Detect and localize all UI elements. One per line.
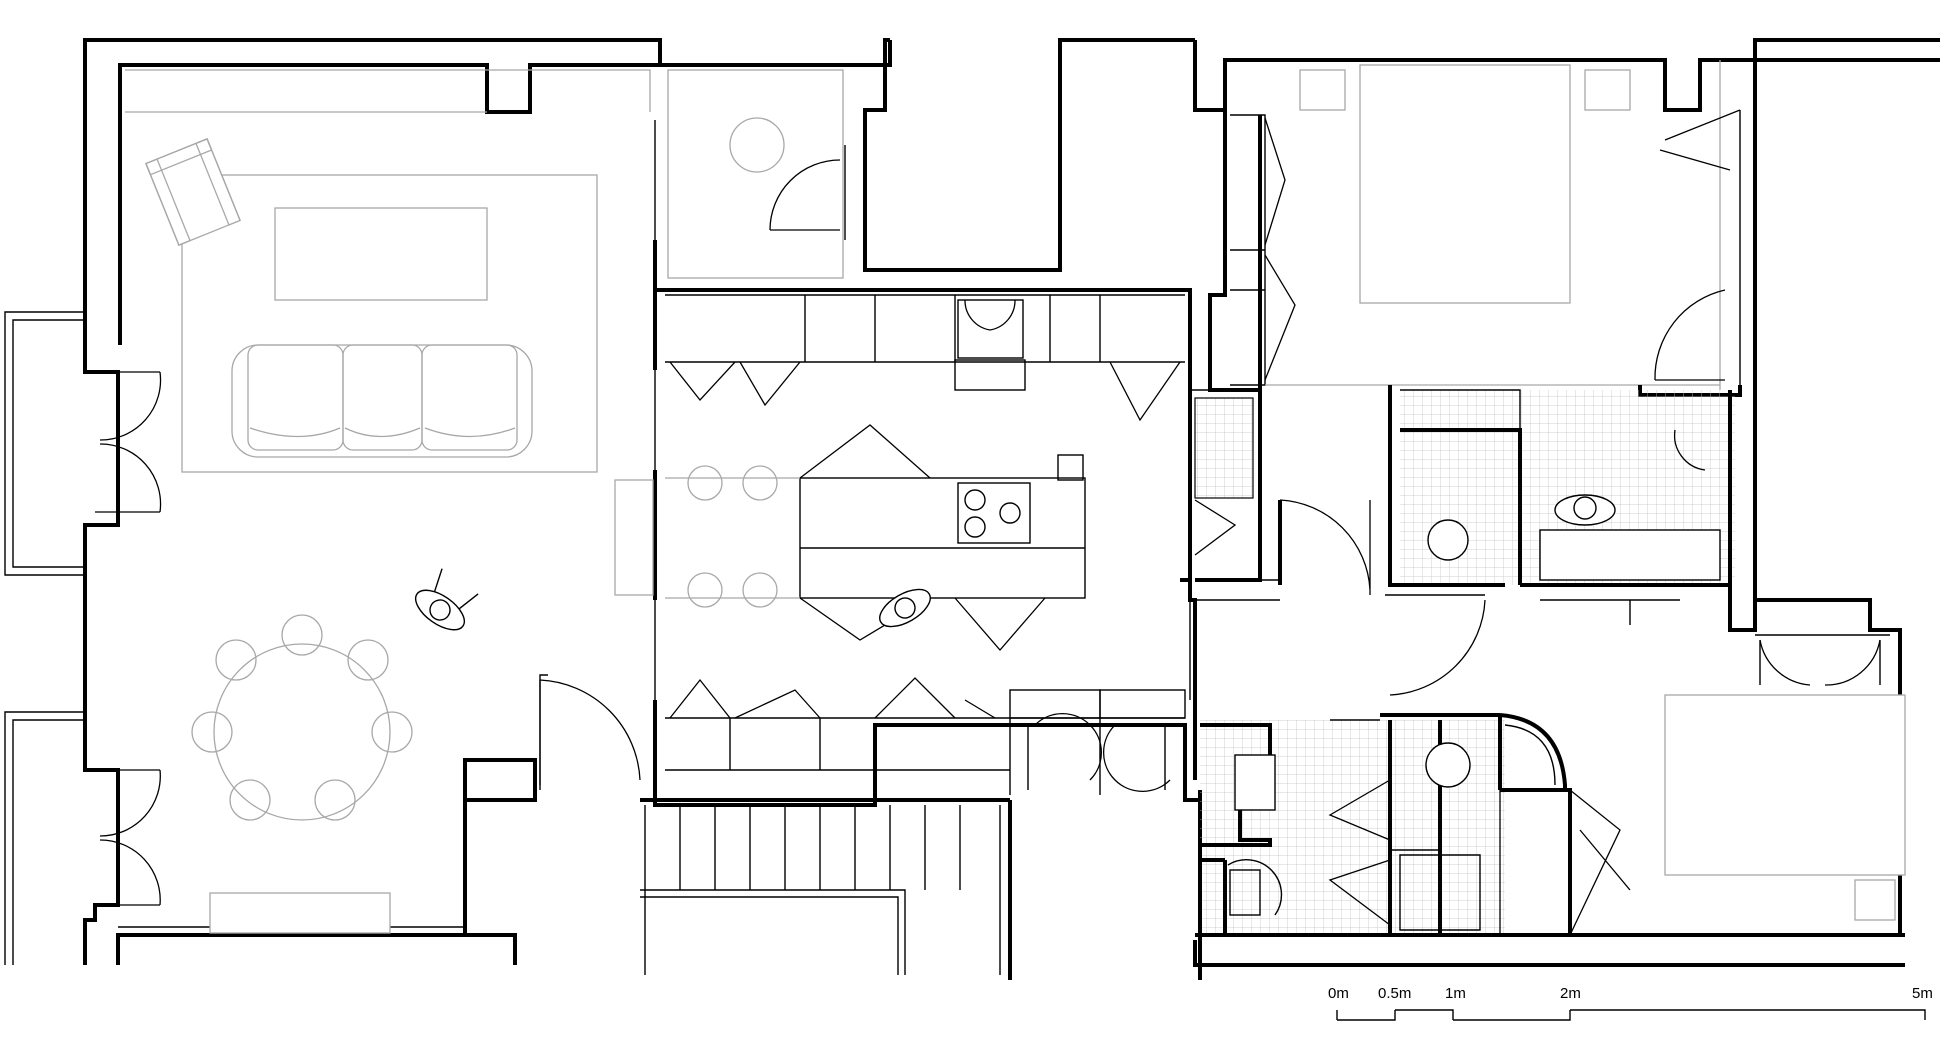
master-bed xyxy=(1359,64,1571,304)
sideboard xyxy=(209,892,391,934)
coffee-table xyxy=(274,207,488,301)
bay-window-upper xyxy=(4,311,85,576)
shower-basin xyxy=(1425,742,1471,788)
scale-bar: 0m 0.5m 1m 2m 5m xyxy=(1328,985,1933,1021)
shower-room xyxy=(1198,713,1567,937)
basin xyxy=(1427,519,1469,561)
staircase xyxy=(640,798,1010,975)
bottom-walls xyxy=(1188,579,1905,967)
wc-room xyxy=(658,38,1195,279)
person-figure-bath xyxy=(1554,494,1616,526)
second-bed xyxy=(1664,694,1906,876)
scale-label-3: 2m xyxy=(1560,985,1581,1002)
kitchen xyxy=(614,120,1202,980)
bay-door-upper xyxy=(95,371,162,513)
bathroom xyxy=(1388,385,1755,632)
bathtub xyxy=(1539,529,1721,581)
person-figure xyxy=(414,568,479,631)
scale-label-2: 1m xyxy=(1445,985,1466,1002)
living-room xyxy=(4,38,662,965)
scale-label-1: 0.5m xyxy=(1378,985,1411,1002)
second-bedroom xyxy=(1500,598,1906,937)
sofa xyxy=(231,344,533,458)
scale-label-4: 5m xyxy=(1912,985,1933,1002)
wc-basin xyxy=(729,117,785,173)
rug xyxy=(181,174,598,473)
bay-door-lower xyxy=(95,769,161,906)
hob xyxy=(957,482,1031,544)
bay-window-lower xyxy=(4,711,85,965)
person-figure-kitchen xyxy=(879,588,931,628)
bar-stools xyxy=(614,465,800,608)
armchair xyxy=(145,137,241,247)
scale-label-0: 0m xyxy=(1328,985,1349,1002)
master-bedroom xyxy=(1193,38,1940,632)
dining-table xyxy=(191,614,413,821)
kitchen-island xyxy=(799,424,1086,651)
sink xyxy=(957,299,1024,359)
